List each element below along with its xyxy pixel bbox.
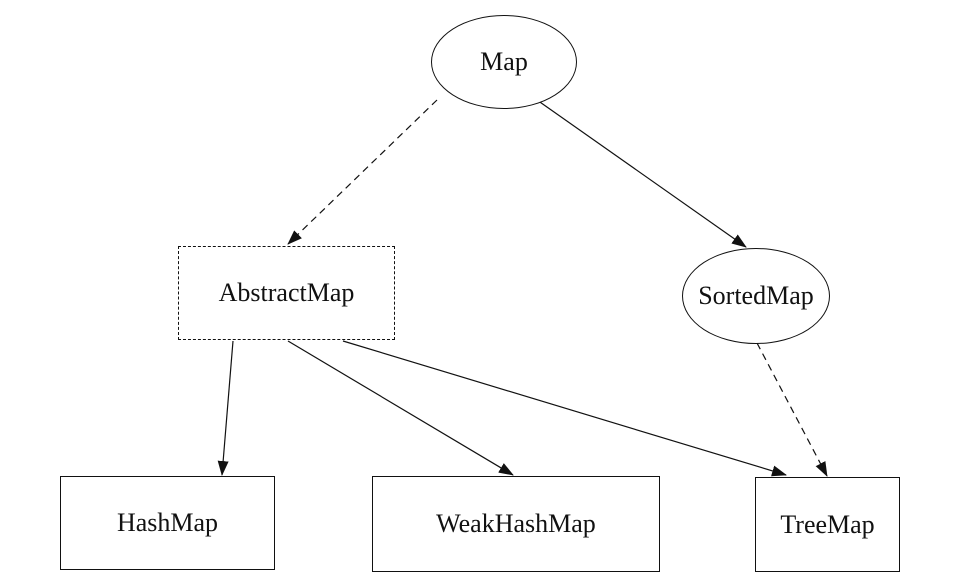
node-weakhashmap-label: WeakHashMap (436, 509, 596, 538)
node-abstractmap-label: AbstractMap (218, 278, 355, 307)
edge-abstractmap-to-hashmap (217, 340, 234, 476)
node-treemap-label: TreeMap (780, 509, 875, 539)
node-map-label: Map (480, 47, 528, 76)
node-sortedmap-label: SortedMap (698, 281, 814, 310)
node-sortedmap: SortedMap (682, 248, 830, 344)
node-abstractmap: AbstractMap (178, 246, 395, 340)
edge-map-to-abstractmap (287, 99, 438, 245)
edge-map-to-sortedmap (536, 99, 747, 248)
edge-abstractmap-to-treemap (342, 340, 787, 477)
node-weakhashmap: WeakHashMap (372, 476, 660, 572)
node-hashmap-label: HashMap (116, 508, 219, 537)
edge-sortedmap-to-treemap (756, 342, 828, 477)
edge-abstractmap-to-weakhashmap (287, 340, 514, 476)
node-hashmap: HashMap (60, 476, 275, 570)
node-treemap: TreeMap (755, 477, 900, 572)
node-map: Map (431, 15, 577, 109)
